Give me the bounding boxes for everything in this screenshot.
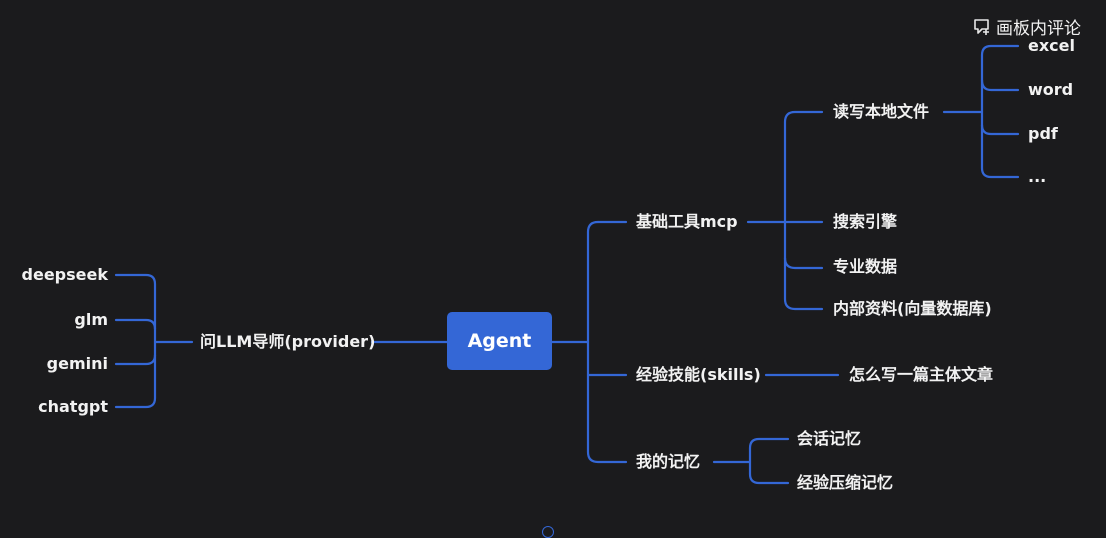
board-comment-label: 画板内评论	[996, 19, 1081, 39]
node-how-to-write-article[interactable]: 怎么写一篇主体文章	[849, 365, 994, 384]
node-deepseek[interactable]: deepseek	[21, 265, 108, 284]
node-basic-tools-mcp[interactable]: 基础工具mcp	[636, 212, 738, 231]
node-pdf[interactable]: pdf	[1028, 124, 1058, 143]
node-glm[interactable]: glm	[74, 310, 108, 329]
node-compressed-memory[interactable]: 经验压缩记忆	[797, 473, 894, 492]
node-gemini[interactable]: gemini	[46, 354, 108, 373]
node-skills[interactable]: 经验技能(skills)	[636, 365, 761, 384]
node-word[interactable]: word	[1028, 80, 1074, 99]
node-session-memory[interactable]: 会话记忆	[797, 429, 862, 448]
collapse-handle-icon[interactable]	[542, 526, 554, 538]
root-node-agent[interactable]: Agent	[447, 312, 552, 370]
root-node-label: Agent	[467, 330, 532, 352]
comment-add-icon	[974, 18, 989, 35]
node-provider[interactable]: 问LLM导师(provider)	[200, 332, 376, 351]
node-ellipsis[interactable]: ...	[1028, 167, 1047, 186]
node-my-memory[interactable]: 我的记忆	[636, 452, 701, 471]
node-chatgpt[interactable]: chatgpt	[38, 397, 108, 416]
node-internal-data[interactable]: 内部资料(向量数据库)	[833, 299, 992, 318]
node-search-engine[interactable]: 搜索引擎	[833, 212, 898, 231]
node-professional-data[interactable]: 专业数据	[833, 257, 898, 276]
board-comment-button[interactable]: 画板内评论	[972, 14, 1081, 39]
node-excel[interactable]: excel	[1028, 36, 1075, 55]
node-local-files[interactable]: 读写本地文件	[833, 102, 930, 121]
